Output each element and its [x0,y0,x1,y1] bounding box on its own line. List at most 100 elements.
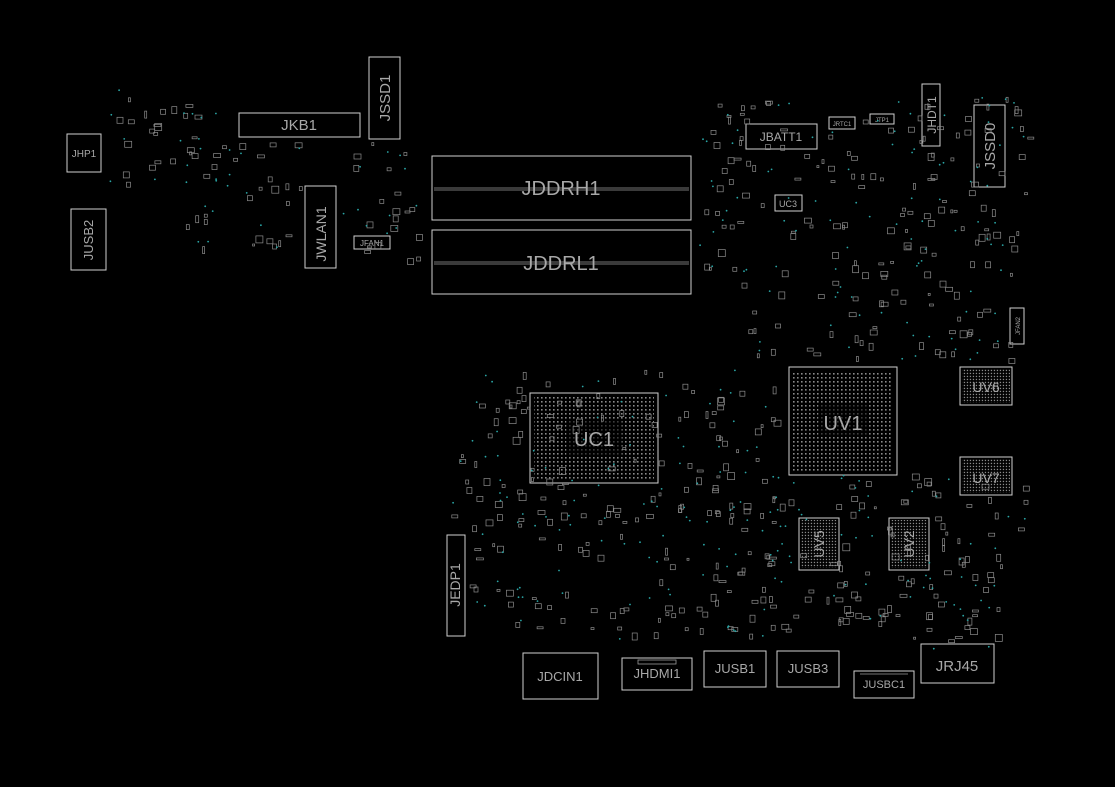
connector-jbatt1[interactable]: JBATT1 [745,123,818,150]
via [521,513,524,515]
via [891,143,894,146]
via [988,606,991,609]
smd-part [891,289,899,296]
ddr-slot-jddrl1[interactable]: JDDRL1 [431,229,692,295]
connector-jfan1[interactable]: JFAN1 [353,235,391,250]
smd-part [996,607,1001,612]
smd-part [479,403,486,409]
smd-part [682,383,689,390]
via [582,438,585,441]
smd-part [729,517,734,525]
chip-uc3[interactable]: UC3 [774,194,803,212]
smd-part [749,633,754,640]
smd-part [696,469,704,473]
chip-uv7[interactable]: UV7 [959,456,1013,496]
via [850,296,853,298]
via [833,594,835,597]
smd-part [972,609,979,613]
smd-part [966,504,973,508]
smd-part [778,291,786,300]
via [922,586,925,589]
smd-part [833,223,841,230]
smd-part [964,129,972,136]
smd-part [927,220,935,227]
smd-part [942,545,945,552]
connector-jusb1[interactable]: JUSB1 [703,650,767,688]
via [532,449,535,452]
smd-part [392,215,399,223]
connector-jhdt1[interactable]: JHDT1 [921,83,941,147]
via [994,547,997,550]
smd-part [451,514,459,519]
via [506,496,508,498]
smd-part [828,134,834,140]
connector-jusbc1[interactable]: JUSBC1 [853,670,915,699]
via [357,208,359,211]
via [228,173,231,176]
connector-jusb3[interactable]: JUSB3 [776,650,840,688]
connector-jssd1[interactable]: JSSD1 [368,56,401,140]
smd-part [680,503,684,510]
chip-uv5[interactable]: UV5 [798,517,840,571]
smd-part [531,597,537,600]
via [814,200,817,202]
via [911,490,914,493]
chip-uc1[interactable]: UC1 [529,392,659,484]
smd-part [765,100,773,105]
smd-part [266,238,274,245]
smd-part [935,492,942,499]
smd-part [298,186,303,191]
smd-part [469,584,477,589]
chip-uv2[interactable]: UV2 [888,517,930,571]
via [415,204,418,207]
smd-part [852,296,859,302]
smd-part [752,310,758,315]
via [729,509,732,512]
via [719,471,722,473]
smd-part [993,231,1002,239]
connector-jhp1[interactable]: JHP1 [66,133,102,173]
smd-part [269,142,277,148]
via [759,341,761,343]
connector-jusb2[interactable]: JUSB2 [70,208,107,271]
smd-part [658,492,662,497]
smd-part [191,153,199,159]
jusb3-label: JUSB3 [788,661,828,676]
connector-jtp1[interactable]: JTP1 [869,113,895,125]
smd-part [546,414,554,418]
connector-jrtc1[interactable]: JRTC1 [828,116,856,130]
via [110,113,113,116]
ddr-slot-jddrh1[interactable]: JDDRH1 [431,155,692,221]
smd-part [665,612,670,617]
smd-part [986,233,991,241]
connector-jssd0[interactable]: JSSD0 [973,104,1006,188]
smd-part [1010,272,1013,277]
smd-part [714,510,720,515]
connector-jrj45[interactable]: JRJ45 [920,643,995,684]
connector-jkb1[interactable]: JKB1 [238,112,361,138]
smd-part [741,105,745,112]
smd-part [981,483,990,490]
smd-part [760,513,764,519]
via [682,445,685,448]
chip-uv6[interactable]: UV6 [959,366,1013,406]
connector-jfan2[interactable]: JFAN2 [1009,307,1025,345]
chip-uv1[interactable]: UV1 [788,366,898,476]
smd-part [559,467,566,475]
via [788,102,790,105]
jrtc1-label: JRTC1 [833,122,852,128]
via [798,508,800,511]
via [784,525,787,527]
via [840,477,843,480]
connector-jhdmi1[interactable]: JHDMI1 [621,657,693,691]
smd-part [154,160,162,165]
smd-part [955,132,960,139]
smd-part [633,458,637,463]
small-components [116,96,1035,644]
via [648,556,651,559]
smd-part [970,261,975,269]
connector-jwlan1[interactable]: JWLAN1 [304,185,337,269]
connector-jdcin1[interactable]: JDCIN1 [522,652,599,700]
connector-jedp1[interactable]: JEDP1 [446,534,466,637]
smd-part [900,499,909,506]
